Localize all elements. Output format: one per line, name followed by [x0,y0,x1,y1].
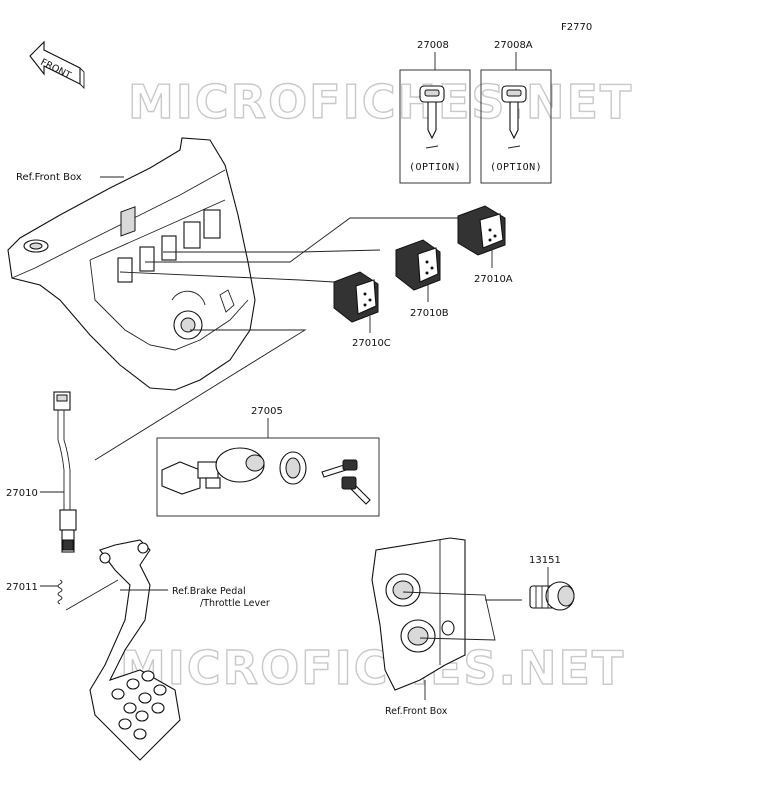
nut-icon [279,451,307,485]
spring-icon [57,579,63,605]
front-box-lower-panel [371,537,466,691]
key-icon [419,85,445,140]
ref-front-box-top: Ref.Front Box [16,172,82,183]
part-label-27010C: 27010C [352,338,391,349]
pedal-pad-holes [111,670,167,740]
option-label-b: (OPTION) [490,162,542,173]
rocker-switch-27010C [333,271,379,323]
front-arrow-icon: FRONT [29,40,85,90]
watermark-bottom: MICROFICHES.NET [120,641,625,695]
part-label-27008: 27008 [417,40,449,51]
watermark-top: MICROFICHES.NET [128,75,633,129]
key-icon [501,85,527,140]
part-label-27008A: 27008A [494,40,533,51]
power-socket-icon [529,581,575,611]
ignition-switch-icon [161,447,265,495]
key-27008-group: 27008 (OPTION) [399,40,471,184]
ref-brake-pedal-line1: Ref.Brake Pedal [172,586,246,597]
brake-pedal [89,539,181,761]
part-label-27005: 27005 [251,406,283,417]
part-label-27010: 27010 [6,488,38,499]
front-box-panel [7,137,256,391]
key-27008A-group: 27008A (OPTION) [480,40,552,184]
part-label-27010A: 27010A [474,274,513,285]
option-label-a: (OPTION) [409,162,461,173]
brake-light-switch [53,391,77,553]
ref-brake-pedal-line2: /Throttle Lever [200,598,270,609]
rocker-switch-27010A [457,205,506,256]
key-pair-icon [321,459,371,505]
rocker-switch-27010B [395,239,441,291]
diagram-code: F2770 [561,22,592,33]
part-label-13151: 13151 [529,555,561,566]
ref-front-box-bottom: Ref.Front Box [385,706,448,717]
part-label-27010B: 27010B [410,308,449,319]
part-label-27011: 27011 [6,582,38,593]
